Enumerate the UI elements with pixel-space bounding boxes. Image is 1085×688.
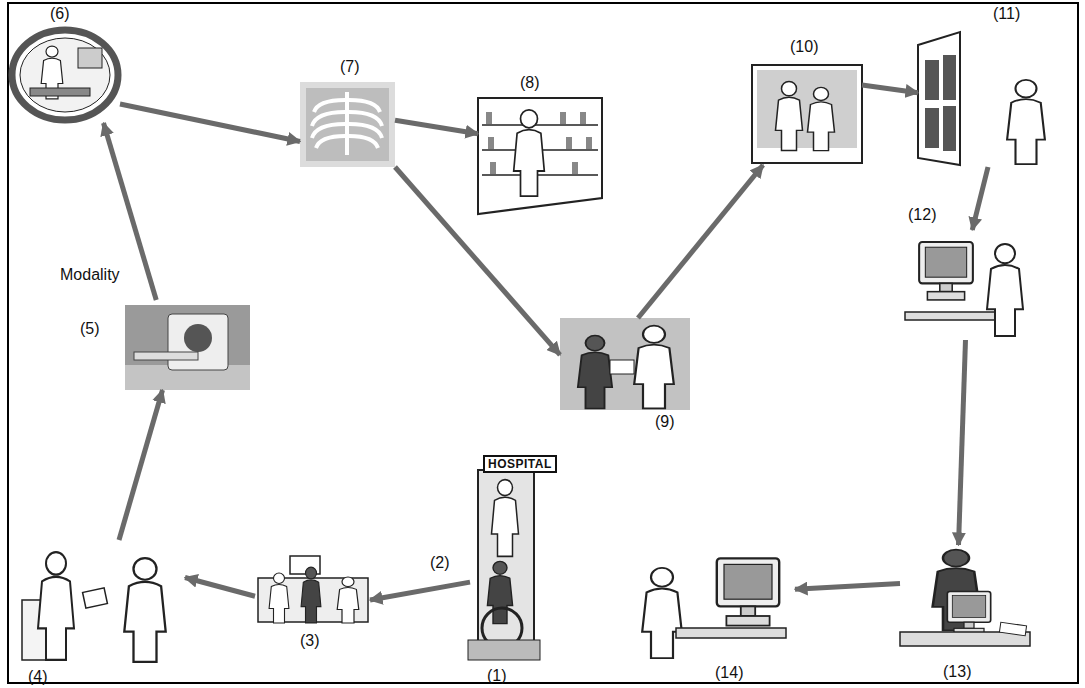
callout-number: (13) <box>943 663 971 681</box>
picture-node: (14) <box>625 550 795 662</box>
callout-number: (1) <box>487 667 507 685</box>
flow-arrow <box>972 167 988 230</box>
edge-label: (2) <box>428 554 452 572</box>
picture-node: (12) <box>898 230 1033 340</box>
flow-arrow <box>959 340 966 545</box>
picture-node: (3) <box>255 555 370 630</box>
picture-node: (8) <box>478 98 602 200</box>
flow-arrow <box>862 85 918 93</box>
picture-node: (11) <box>918 32 1058 167</box>
picture-node: (7) <box>300 82 395 167</box>
callout-number: (8) <box>520 74 540 92</box>
picture-node: (13) <box>900 545 1030 655</box>
flow-arrow <box>395 120 478 133</box>
sign-text: HOSPITAL <box>483 455 557 473</box>
picture-node: (5) <box>125 300 250 390</box>
flow-arrow <box>795 584 900 590</box>
picture-node: HOSPITAL(1) <box>470 455 540 660</box>
flow-arrow <box>370 582 470 600</box>
flow-arrow <box>185 578 255 597</box>
edge-label: Modality <box>58 266 122 284</box>
callout-number: (14) <box>715 664 743 682</box>
callout-number: (12) <box>908 206 936 224</box>
picture-node: (4) <box>20 540 185 665</box>
flow-arrow <box>119 390 163 540</box>
callout-number: (4) <box>28 668 48 686</box>
callout-number: (11) <box>993 5 1020 23</box>
picture-node: (6) <box>10 28 120 123</box>
picture-node: (9) <box>560 318 690 410</box>
flow-arrow <box>395 167 560 355</box>
callout-number: (7) <box>340 58 360 76</box>
callout-number: (3) <box>300 632 320 650</box>
callout-number: (9) <box>655 413 675 431</box>
callout-number: (6) <box>50 5 70 23</box>
callout-number: (5) <box>80 320 100 338</box>
flow-arrow <box>120 104 300 142</box>
callout-number: (10) <box>790 38 818 56</box>
picture-node: (10) <box>752 65 862 165</box>
flow-arrow <box>638 165 763 318</box>
